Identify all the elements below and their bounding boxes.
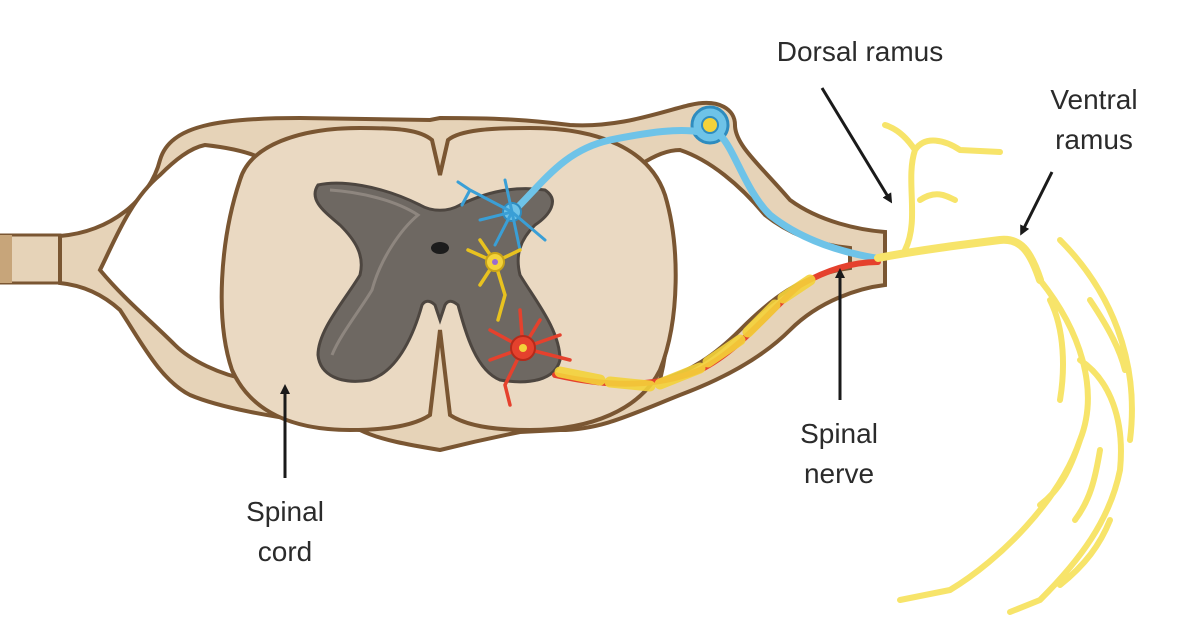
label-spinal-cord: Spinal cord xyxy=(221,492,349,572)
dorsal-ramus-nerve xyxy=(882,122,1003,253)
myelin-sheath xyxy=(554,274,816,392)
gray-matter-highlight xyxy=(329,188,421,356)
label-dorsal-ramus: Dorsal ramus xyxy=(752,32,968,72)
label-dorsal-ramus-line1: Dorsal ramus xyxy=(776,36,944,67)
label-spinal-nerve-line2: nerve xyxy=(803,458,875,489)
peripheral-nerves xyxy=(874,122,1135,615)
label-spinal-nerve: Spinal nerve xyxy=(775,414,903,494)
label-ventral-ramus-line1: Ventral xyxy=(1050,84,1138,115)
gray-matter xyxy=(313,181,562,384)
sensory-axon xyxy=(511,126,879,262)
ventral-ramus-nerve xyxy=(897,237,1135,615)
spinal-nerve-trunk xyxy=(874,235,1044,284)
arrow-dorsal-ramus xyxy=(820,87,893,204)
motor-neuron-icon xyxy=(488,308,572,407)
label-spinal-cord-line2: cord xyxy=(257,536,313,567)
label-spinal-cord-line1: Spinal xyxy=(246,496,324,527)
label-ventral-ramus-line2: ramus xyxy=(1055,124,1133,155)
label-ventral-ramus: Ventral ramus xyxy=(1030,80,1158,160)
left-nerve-edge xyxy=(0,235,12,283)
central-canal xyxy=(431,242,449,254)
arrow-ventral-ramus xyxy=(1020,171,1054,236)
interneuron-icon xyxy=(466,238,522,322)
ganglion-nucleus xyxy=(701,116,719,134)
label-spinal-nerve-line1: Spinal xyxy=(800,418,878,449)
sensory-neuron-icon xyxy=(456,178,547,252)
